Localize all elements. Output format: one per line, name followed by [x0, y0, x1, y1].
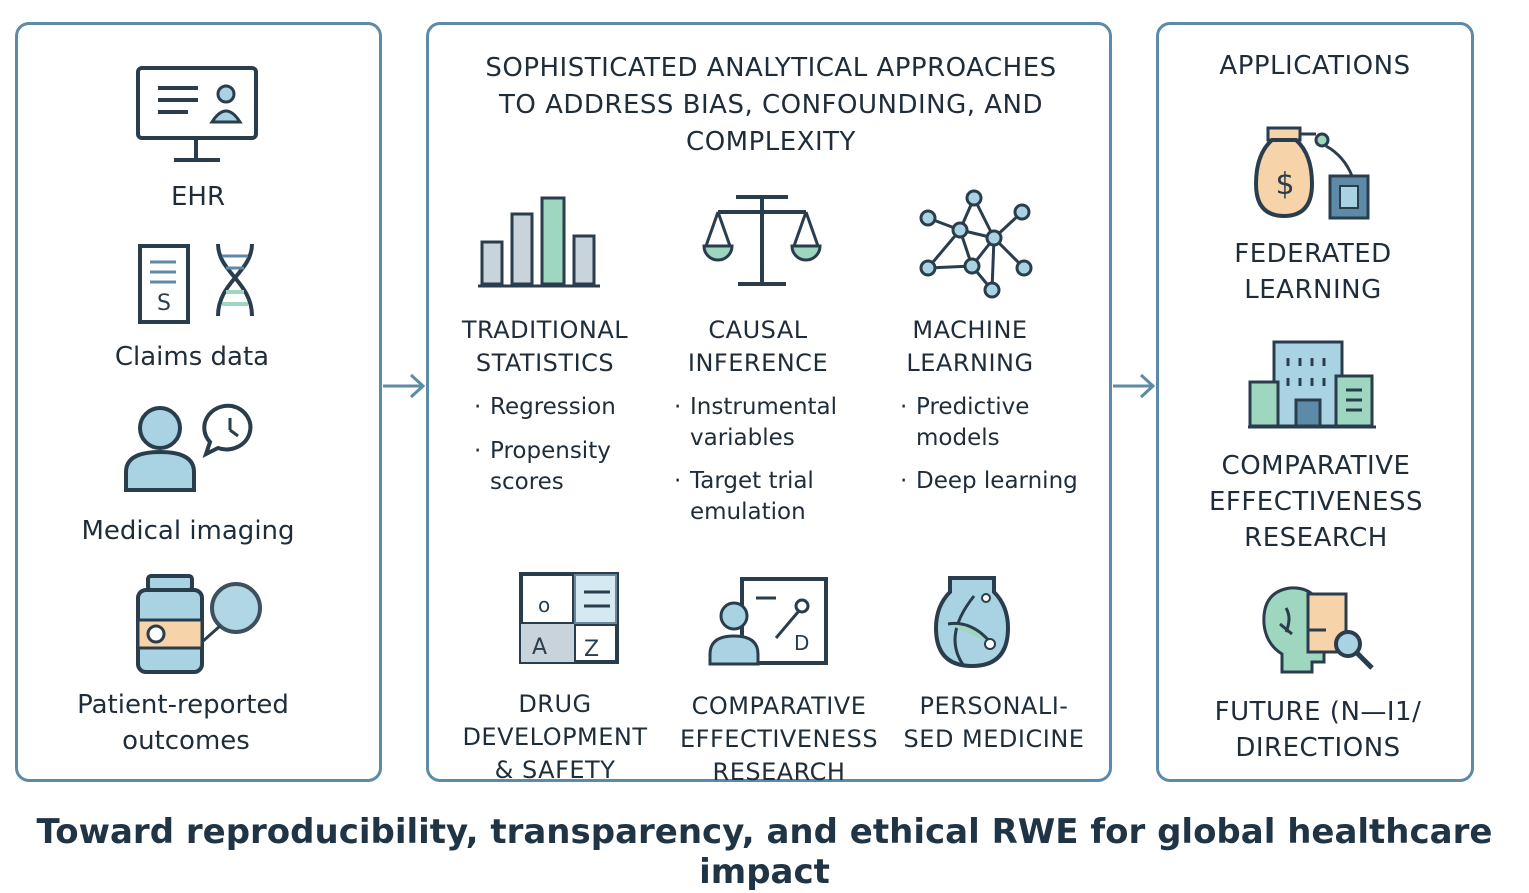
- use-comparative-effectiveness: COMPARATIVE EFFECTIVENESS RESEARCH: [680, 692, 879, 786]
- method-causal-inference: CAUSAL INFERENCE: [687, 316, 829, 377]
- bullet-regression: ·Regression: [474, 394, 616, 420]
- imaging-label: Medical imaging: [81, 516, 295, 546]
- grid-letter-o: o: [538, 593, 550, 617]
- claims-document-icon: S: [138, 244, 190, 324]
- bullet-target-trial-emulation: ·Target trial emulation: [674, 468, 814, 525]
- pro-label-line1: Patient-reported: [77, 690, 289, 720]
- board-letter-d: D: [794, 631, 809, 655]
- neural-network-icon: [919, 189, 1033, 299]
- dna-icon: [216, 243, 254, 317]
- scales-icon: [702, 195, 822, 286]
- claims-dollar-glyph: S: [157, 291, 171, 316]
- money-bag-dollar: $: [1275, 167, 1294, 202]
- grid-letter-z: Z: [584, 637, 599, 662]
- use-personalised-medicine: PERSONALI- SED MEDICINE: [903, 692, 1085, 753]
- footer-tagline: Toward reproducibility, transparency, an…: [36, 812, 1493, 892]
- grid-letter-a: A: [532, 635, 547, 660]
- claims-label: Claims data: [114, 342, 270, 372]
- ehr-monitor-icon: [136, 66, 258, 162]
- pro-label-line2: outcomes: [122, 726, 250, 756]
- app-comparative-effectiveness: COMPARATIVE EFFECTIVENESS RESEARCH: [1208, 451, 1424, 553]
- ehr-label: EHR: [170, 182, 226, 212]
- arrow-right-icon: [383, 373, 426, 399]
- drug-grid-icon: o A Z: [519, 572, 619, 664]
- patient-chat-icon: [124, 403, 253, 492]
- approaches-title: SOPHISTICATED ANALYTICAL APPROACHES TO A…: [485, 53, 1057, 157]
- medication-bottle-icon: [136, 574, 262, 674]
- presentation-board-icon: D: [708, 577, 828, 666]
- bar-chart-icon: [478, 196, 600, 288]
- use-drug-development: DRUG DEVELOPMENT & SAFETY: [462, 690, 648, 784]
- method-machine-learning: MACHINE LEARNING: [906, 316, 1034, 377]
- bullet-instrumental-variables: ·Instrumental variables: [674, 394, 838, 451]
- arrow-right-icon: [1113, 373, 1156, 399]
- head-magnifier-icon: [1262, 586, 1374, 674]
- hospital-building-icon: [1248, 340, 1376, 429]
- bullet-deep-learning: ·Deep learning: [900, 468, 1078, 494]
- bullet-propensity-scores: ·Propensity scores: [474, 438, 611, 495]
- personalised-medicine-icon: [933, 576, 1011, 669]
- method-traditional-statistics: TRADITIONAL STATISTICS: [461, 316, 629, 377]
- money-bag-icon: $: [1253, 126, 1370, 220]
- app-future-directions: FUTURE (N—I1/ DIRECTIONS: [1214, 697, 1422, 763]
- app-federated-learning: FEDERATED LEARNING: [1234, 239, 1392, 305]
- applications-title: APPLICATIONS: [1219, 51, 1411, 81]
- bullet-predictive-models: ·Predictive models: [900, 394, 1030, 451]
